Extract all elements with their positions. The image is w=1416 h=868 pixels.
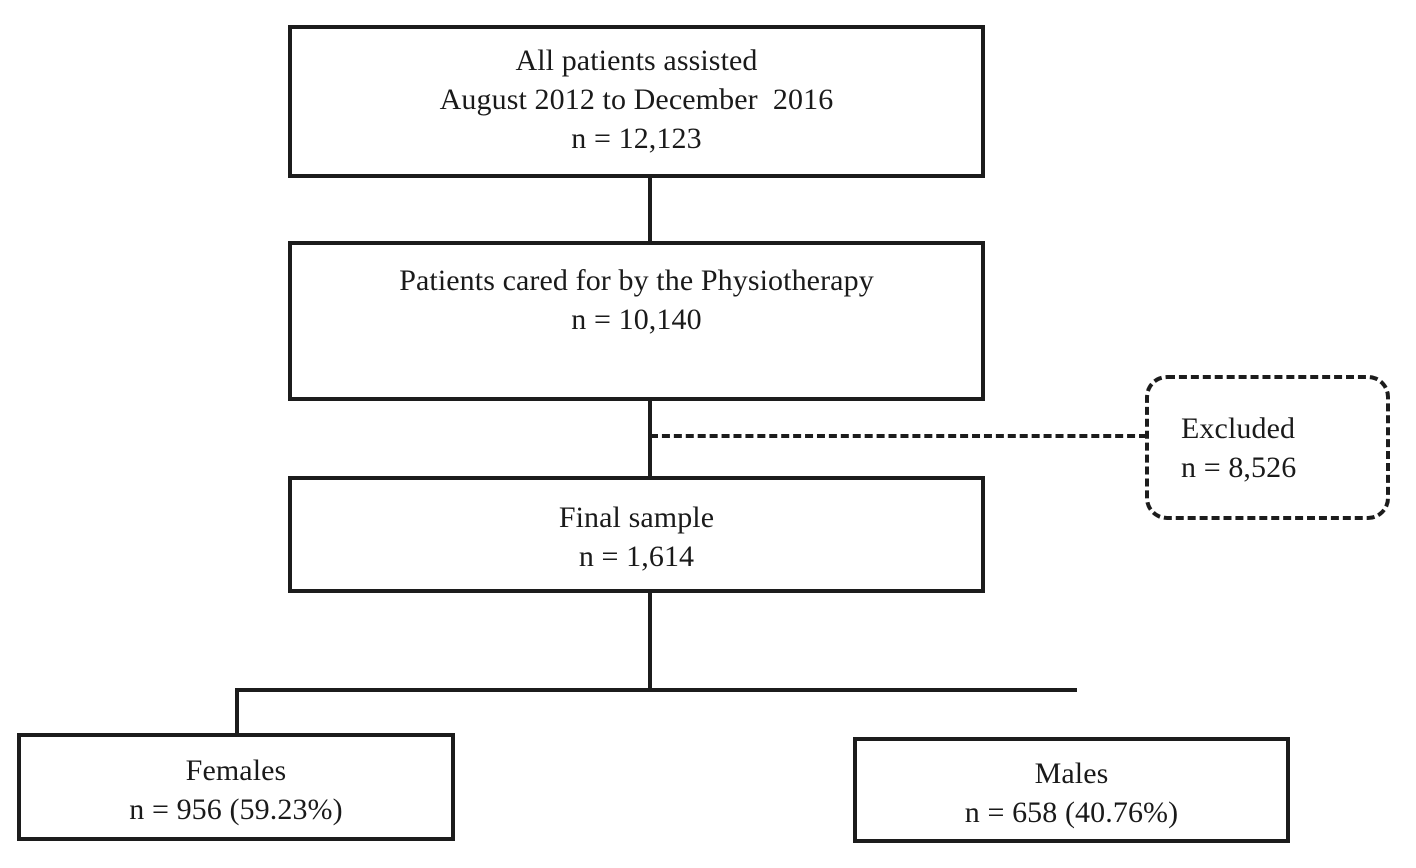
node-females-count: n = 956 (59.23%) [129, 793, 343, 826]
node-final-sample-line1: Final sample [558, 501, 715, 534]
node-females: Females n = 956 (59.23%) [17, 733, 455, 841]
node-all-patients-count: n = 12,123 [571, 122, 702, 155]
node-females-line1: Females [185, 754, 287, 787]
node-males-count: n = 658 (40.76%) [964, 796, 1179, 829]
node-excluded: Excluded n = 8,526 [1145, 375, 1390, 520]
node-final-sample: Final sample n = 1,614 [288, 476, 985, 593]
connector-physiotherapy-to-final-sample [648, 401, 652, 476]
connector-final-sample-to-split [648, 593, 652, 690]
connector-all-patients-to-physiotherapy [648, 178, 652, 241]
node-males: Males n = 658 (40.76%) [853, 737, 1290, 843]
node-excluded-count: n = 8,526 [1181, 450, 1297, 484]
node-males-line1: Males [1034, 757, 1109, 790]
node-all-patients-assisted: All patients assisted August 2012 to Dec… [288, 25, 985, 178]
node-final-sample-count: n = 1,614 [578, 540, 695, 573]
node-excluded-line1: Excluded [1181, 411, 1296, 445]
node-physiotherapy-line1: Patients cared for by the Physiotherapy [399, 264, 874, 297]
node-all-patients-line1: All patients assisted [515, 44, 758, 77]
connector-split-to-females [235, 688, 239, 735]
node-all-patients-line2: August 2012 to December 2016 [439, 83, 834, 116]
node-patients-cared-for-by-physiotherapy: Patients cared for by the Physiotherapy … [288, 241, 985, 401]
connector-split-bar [235, 688, 1077, 692]
node-physiotherapy-count: n = 10,140 [571, 303, 702, 336]
connector-physiotherapy-to-excluded [650, 434, 1147, 438]
